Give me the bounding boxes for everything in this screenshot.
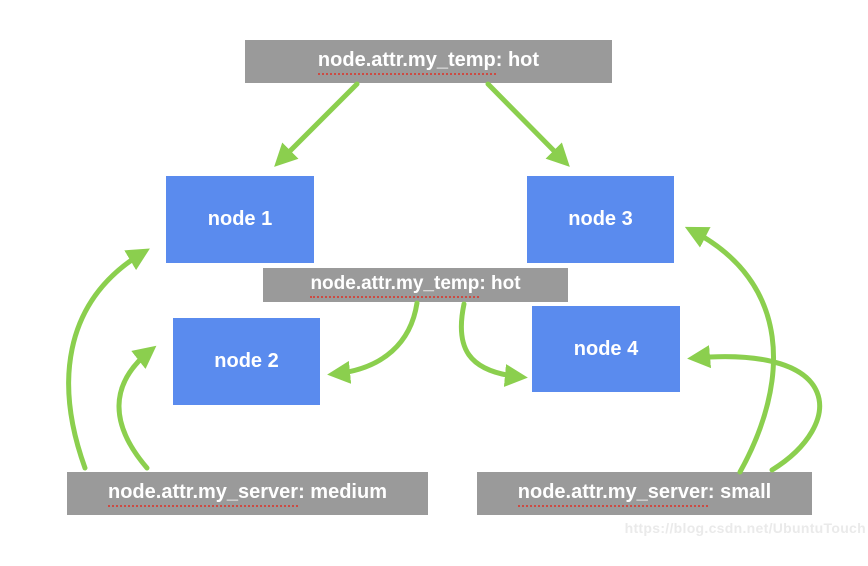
attribute-value: : medium: [298, 480, 387, 503]
edge-servermedium-to-node2: [116, 345, 157, 471]
node-box-4: node 4: [532, 306, 680, 392]
attribute-value: : hot: [495, 48, 540, 71]
node-box-2: node 2: [173, 318, 320, 405]
attribute-box-my-server-medium: node.attr.my_server: medium: [67, 472, 428, 515]
attribute-box-my-temp-top: node.attr.my_temp: hot: [245, 40, 612, 83]
node-label: node 2: [214, 350, 279, 372]
node-label: node 1: [207, 208, 273, 230]
attribute-name: node.attr.my_temp: [310, 273, 480, 298]
node-label: node 4: [573, 337, 639, 360]
attribute-name: node.attr.my_server: [517, 481, 708, 507]
node-label: node 3: [568, 208, 633, 230]
node-box-3: node 3: [527, 176, 674, 263]
edge-serversmall-to-node4: [687, 345, 822, 473]
node-box-1: node 1: [166, 176, 314, 263]
attribute-box-my-temp-middle: node.attr.my_temp: hot: [263, 268, 568, 302]
attribute-box-my-server-small: node.attr.my_server: small: [477, 472, 812, 515]
attribute-value: : small: [707, 480, 772, 503]
edge-attrtop-to-node1: [274, 81, 360, 167]
watermark-text: https://blog.csdn.net/UbuntuTouch: [624, 520, 866, 536]
edge-serversmall-to-node3: [684, 226, 776, 475]
edge-attrtop-to-node3: [485, 81, 570, 167]
edge-attrmiddle-to-node4: [458, 301, 528, 387]
edge-attrmiddle-to-node2: [327, 300, 420, 384]
attribute-value: : hot: [479, 272, 521, 294]
attribute-name: node.attr.my_server: [107, 481, 299, 507]
attribute-name: node.attr.my_temp: [317, 49, 496, 75]
edge-servermedium-to-node1: [66, 248, 150, 471]
